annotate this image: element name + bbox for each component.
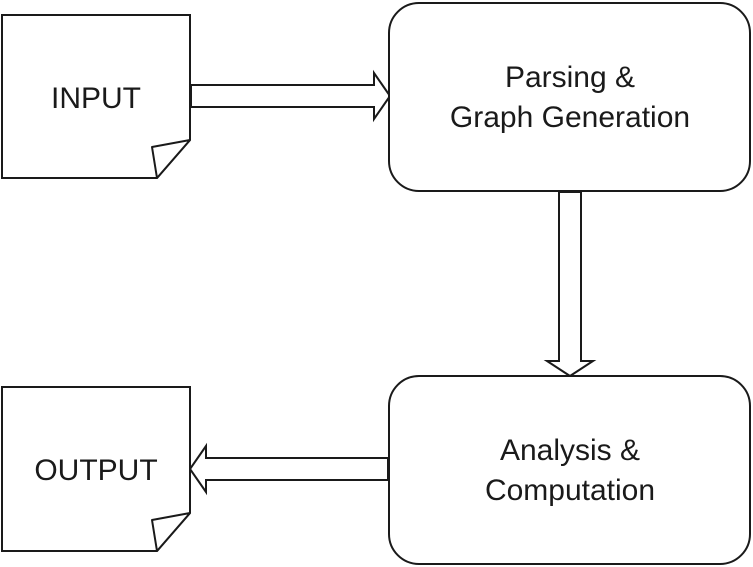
analysis-label-line2: Computation: [485, 474, 655, 507]
output-node: OUTPUT: [1, 386, 191, 552]
parsing-box: [388, 2, 751, 192]
analysis-box: [388, 375, 751, 565]
analysis-node: Analysis & Computation: [388, 375, 751, 565]
arrow-input-to-parsing: [190, 69, 392, 123]
output-label: OUTPUT: [34, 454, 157, 487]
arrow-analysis-to-output: [188, 442, 389, 496]
parsing-label-line2: Graph Generation: [450, 101, 690, 134]
analysis-label-line1: Analysis &: [500, 434, 640, 467]
parsing-node: Parsing & Graph Generation: [388, 2, 751, 192]
parsing-label-line1: Parsing &: [505, 61, 635, 94]
input-page-curl-icon: [151, 139, 191, 179]
arrow-parsing-to-analysis: [543, 191, 597, 378]
output-page-curl-icon: [151, 512, 191, 552]
input-label: INPUT: [51, 82, 141, 115]
input-node: INPUT: [1, 14, 191, 179]
